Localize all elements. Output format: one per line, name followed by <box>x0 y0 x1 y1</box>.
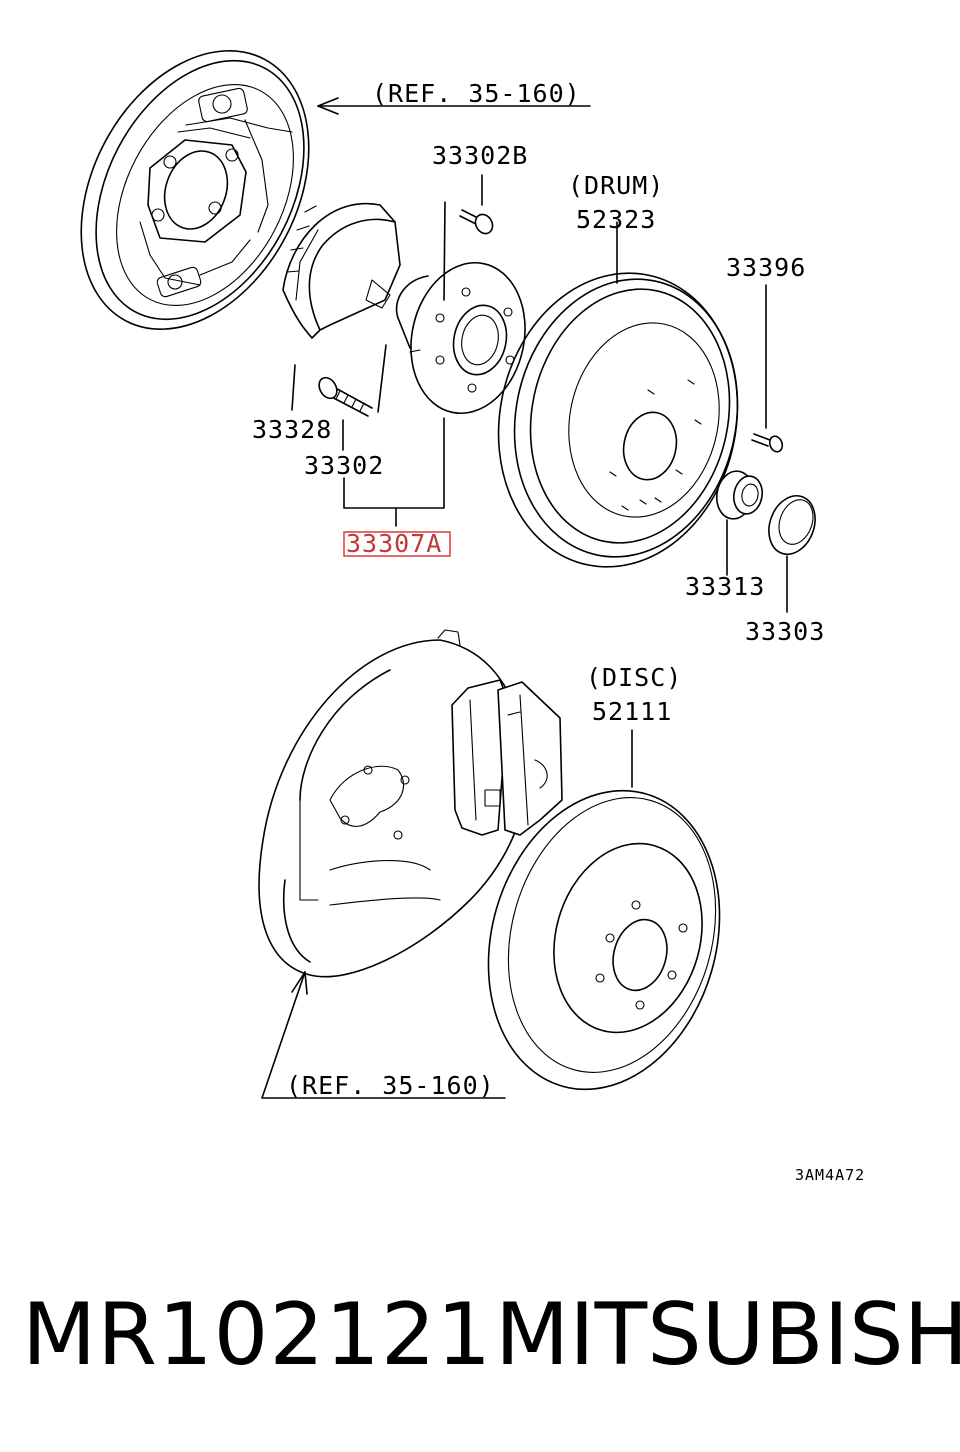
nut-33313: 33313 <box>685 470 765 601</box>
bracket-33307a <box>343 417 445 509</box>
brake-drum: (DRUM) 52323 <box>497 171 739 568</box>
screw-33396: 33396 <box>726 253 806 453</box>
brand-name: MITSUBISHI <box>495 1285 960 1385</box>
label-33328: 33328 <box>252 415 332 444</box>
backing-plate-drum <box>80 50 310 330</box>
parts-diagram: (REF. 35-160) 33302B <box>80 50 865 1184</box>
ref-top-label: (REF. 35-160) <box>372 79 581 108</box>
ref-arrow-bottom: (REF. 35-160) <box>261 971 506 1100</box>
highlight-box-33307a <box>343 531 451 557</box>
cap-33303: 33303 <box>745 495 825 646</box>
label-52323: 52323 <box>576 205 656 234</box>
label-disc: (DISC) <box>586 663 682 692</box>
leader-33302b-hub <box>443 201 446 301</box>
ref-arrow-top: (REF. 35-160) <box>317 79 591 115</box>
hub-assembly <box>395 261 526 415</box>
stud-33302 <box>318 376 373 417</box>
ref-bottom-label: (REF. 35-160) <box>286 1071 495 1100</box>
diagram-code: 3AM4A72 <box>795 1166 865 1184</box>
label-52111: 52111 <box>592 697 672 726</box>
leader-stud <box>377 344 387 413</box>
label-33302: 33302 <box>304 451 384 480</box>
label-33396: 33396 <box>726 253 806 282</box>
leader-33328 <box>291 364 296 411</box>
label-33303: 33303 <box>745 617 825 646</box>
caliper <box>451 679 563 836</box>
label-drum: (DRUM) <box>568 171 664 200</box>
label-33307a[interactable]: 33307A <box>346 529 442 558</box>
label-33302b: 33302B <box>432 141 528 170</box>
label-33313: 33313 <box>685 572 765 601</box>
brake-disc: (DISC) 52111 <box>487 663 721 1091</box>
part-number: MR102121 <box>22 1285 493 1385</box>
bolt-33302b: 33302B <box>432 141 528 235</box>
brake-shoe <box>282 202 401 339</box>
